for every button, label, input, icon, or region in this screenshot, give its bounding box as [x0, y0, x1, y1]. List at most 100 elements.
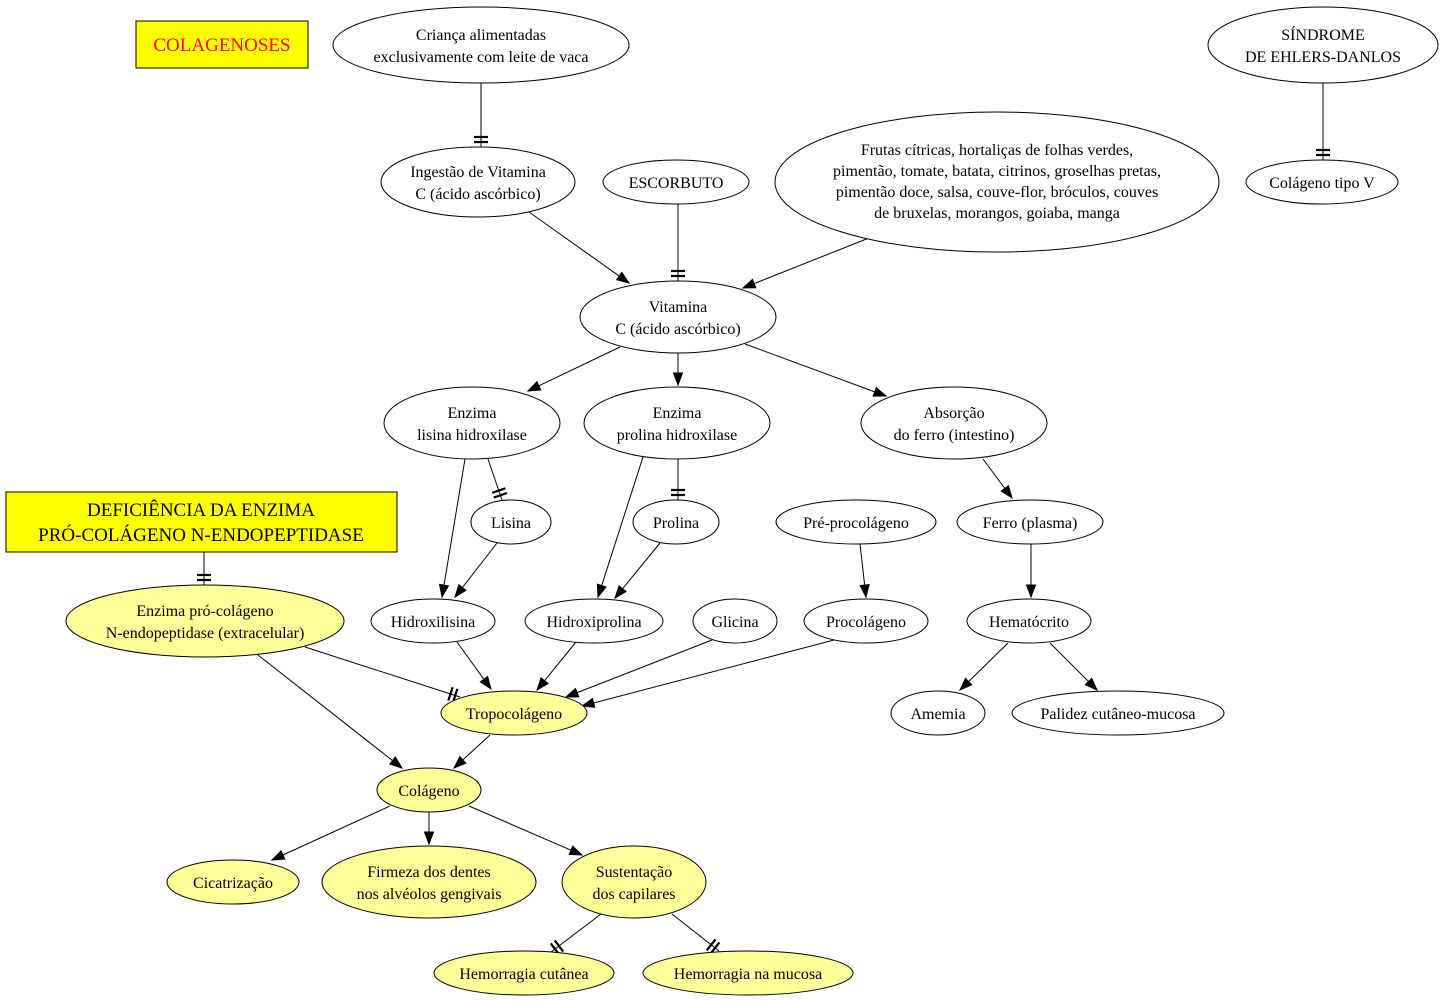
lisina-label: Lisina [491, 515, 531, 532]
edge-glicina-tropocolageno [564, 639, 713, 698]
colagenoses-label: COLAGENOSES [153, 35, 290, 56]
edge-lisina-hidroxilisina [454, 542, 498, 599]
deficiencia-label-line1: DEFICIÊNCIA DA ENZIMA [87, 499, 315, 521]
node-enzima-pro-colageno: Enzima pró-colágeno N-endopeptidase (ext… [65, 584, 345, 658]
ferro-plasma-label: Ferro (plasma) [983, 515, 1078, 532]
node-tropocolageno: Tropocolágeno [440, 690, 588, 736]
node-colageno: Colágeno [376, 767, 482, 813]
edge-colageno-sustentacao [468, 805, 584, 856]
escorbuto-label: ESCORBUTO [629, 175, 724, 192]
node-sindrome: SÍNDROME DE EHLERS-DANLOS [1207, 6, 1439, 84]
node-hidroxiprolina: Hidroxiprolina [524, 598, 664, 644]
node-vitamina: Vitamina C (ácido ascórbico) [579, 280, 777, 354]
sindrome-line2: DE EHLERS-DANLOS [1245, 49, 1401, 66]
deficiencia-box: DEFICIÊNCIA DA ENZIMA PRÓ-COLÁGENO N-END… [5, 491, 398, 553]
edge-escorbuto-vitamina [671, 204, 685, 281]
palidez-label: Palidez cutâneo-mucosa [1040, 706, 1195, 723]
sindrome-line1: SÍNDROME [1281, 25, 1365, 44]
pre-procolageno-label: Pré-procolágeno [803, 515, 909, 532]
hemorragia-cutanea-label: Hemorragia cutânea [459, 966, 588, 983]
edge-pre-procolageno-procolageno [859, 543, 870, 599]
frutas-line4: de bruxelas, morangos, goiaba, manga [874, 205, 1120, 222]
firmeza-line1: Firmeza dos dentes [367, 864, 491, 881]
edge-prolina-hidroxiprolina [614, 542, 661, 600]
edges [197, 83, 1330, 956]
crianca-line2: exclusivamente com leite de vaca [373, 49, 588, 66]
edge-procolageno-tropocolageno [580, 639, 835, 708]
node-firmeza: Firmeza dos dentes nos alvéolos gengivai… [321, 845, 537, 919]
edge-tropocolageno-colageno [452, 734, 491, 769]
node-absorcao: Absorção do ferro (intestino) [860, 386, 1048, 460]
edge-ferro-hematocrito [1025, 544, 1037, 599]
edge-lisina-hidrox-lisina [487, 458, 508, 501]
edge-hidroxiprolina-tropocolageno [536, 641, 577, 692]
node-hemorragia-cutanea: Hemorragia cutânea [433, 950, 615, 996]
colagenoses-box: COLAGENOSES [135, 20, 309, 69]
node-lisina: Lisina [470, 499, 552, 545]
edge-sustentacao-hemorragia-cutanea [549, 913, 602, 956]
edge-hidroxilisina-tropocolageno [456, 641, 492, 691]
node-ferro-plasma: Ferro (plasma) [956, 499, 1104, 545]
edge-hematocrito-amemia [958, 642, 1009, 691]
hidroxiprolina-label: Hidroxiprolina [546, 614, 641, 631]
edge-absorcao-ferro [982, 458, 1013, 500]
node-frutas: Frutas cítricas, hortaliças de folhas ve… [774, 111, 1220, 253]
hematocrito-label: Hematócrito [989, 614, 1069, 631]
edge-vitamina-prolina-hidrox [672, 353, 684, 387]
node-colageno-v: Colágeno tipo V [1245, 159, 1399, 205]
edge-vitamina-absorcao [744, 343, 888, 397]
vitamina-line1: Vitamina [649, 299, 708, 316]
node-procolageno: Procolágeno [803, 598, 929, 644]
edge-enzima-pro-colageno [257, 654, 404, 769]
hidroxilisina-label: Hidroxilisina [391, 614, 475, 631]
hemorragia-mucosa-label: Hemorragia na mucosa [674, 966, 822, 983]
node-amemia: Amemia [890, 690, 986, 736]
enzima-pro-colageno-line2: N-endopeptidase (extracelular) [106, 625, 305, 642]
edge-deficiencia-enzima-pro [197, 552, 211, 585]
lisina-hidroxilase-line1: Enzima [448, 405, 497, 422]
edge-sindrome-colageno-v [1316, 83, 1330, 160]
edge-prolina-hidrox-hidroxiprolina [596, 456, 644, 599]
amemia-label: Amemia [910, 706, 965, 723]
absorcao-line1: Absorção [923, 405, 984, 422]
firmeza-line2: nos alvéolos gengivais [357, 886, 502, 903]
edge-vitamina-lisina-hidrox [526, 346, 621, 392]
sustentacao-line2: dos capilares [592, 886, 675, 903]
edge-prolina-hidrox-prolina [671, 459, 685, 500]
prolina-hidroxilase-line2: prolina hidroxilase [617, 427, 737, 444]
node-hematocrito: Hematócrito [966, 598, 1092, 644]
edge-lisina-hidrox-hidroxilisina [438, 458, 466, 599]
lisina-hidroxilase-line2: lisina hidroxilase [417, 427, 527, 444]
edge-colageno-firmeza [423, 812, 435, 846]
node-pre-procolageno: Pré-procolágeno [775, 499, 937, 545]
node-ingestao: Ingestão de Vitamina C (ácido ascórbico) [380, 146, 576, 218]
node-hidroxilisina: Hidroxilisina [370, 598, 496, 644]
frutas-line3: pimentão doce, salsa, couve-flor, brócul… [836, 184, 1158, 201]
node-lisina-hidroxilase: Enzima lisina hidroxilase [383, 386, 561, 460]
vitamina-line2: C (ácido ascórbico) [615, 321, 740, 338]
node-escorbuto: ESCORBUTO [602, 159, 750, 205]
prolina-hidroxilase-line1: Enzima [653, 405, 702, 422]
edge-enzima-pro-tropocolageno [304, 646, 461, 703]
edge-crianca-ingestao [474, 83, 488, 147]
node-hemorragia-mucosa: Hemorragia na mucosa [642, 950, 854, 996]
sustentacao-line1: Sustentação [596, 864, 672, 881]
ingestao-line1: Ingestão de Vitamina [410, 164, 546, 181]
enzima-pro-colageno-line1: Enzima pró-colágeno [136, 603, 273, 620]
edge-sustentacao-hemorragia-mucosa [671, 913, 721, 955]
frutas-line2: pimentão, tomate, batata, citrinos, gros… [833, 163, 1161, 180]
node-glicina: Glicina [692, 598, 778, 644]
node-cicatrizacao: Cicatrização [166, 859, 300, 905]
ingestao-line2: C (ácido ascórbico) [415, 186, 540, 203]
cicatrizacao-label: Cicatrização [193, 875, 273, 892]
node-sustentacao: Sustentação dos capilares [561, 845, 707, 919]
node-prolina: Prolina [632, 499, 720, 545]
prolina-label: Prolina [653, 515, 699, 532]
edge-colageno-cicatrizacao [270, 805, 391, 861]
colageno-v-label: Colágeno tipo V [1269, 175, 1375, 192]
crianca-line1: Criança alimentadas [416, 27, 546, 44]
frutas-line1: Frutas cítricas, hortaliças de folhas ve… [861, 142, 1133, 159]
glicina-label: Glicina [711, 614, 758, 631]
tropocolageno-label: Tropocolágeno [466, 706, 562, 723]
